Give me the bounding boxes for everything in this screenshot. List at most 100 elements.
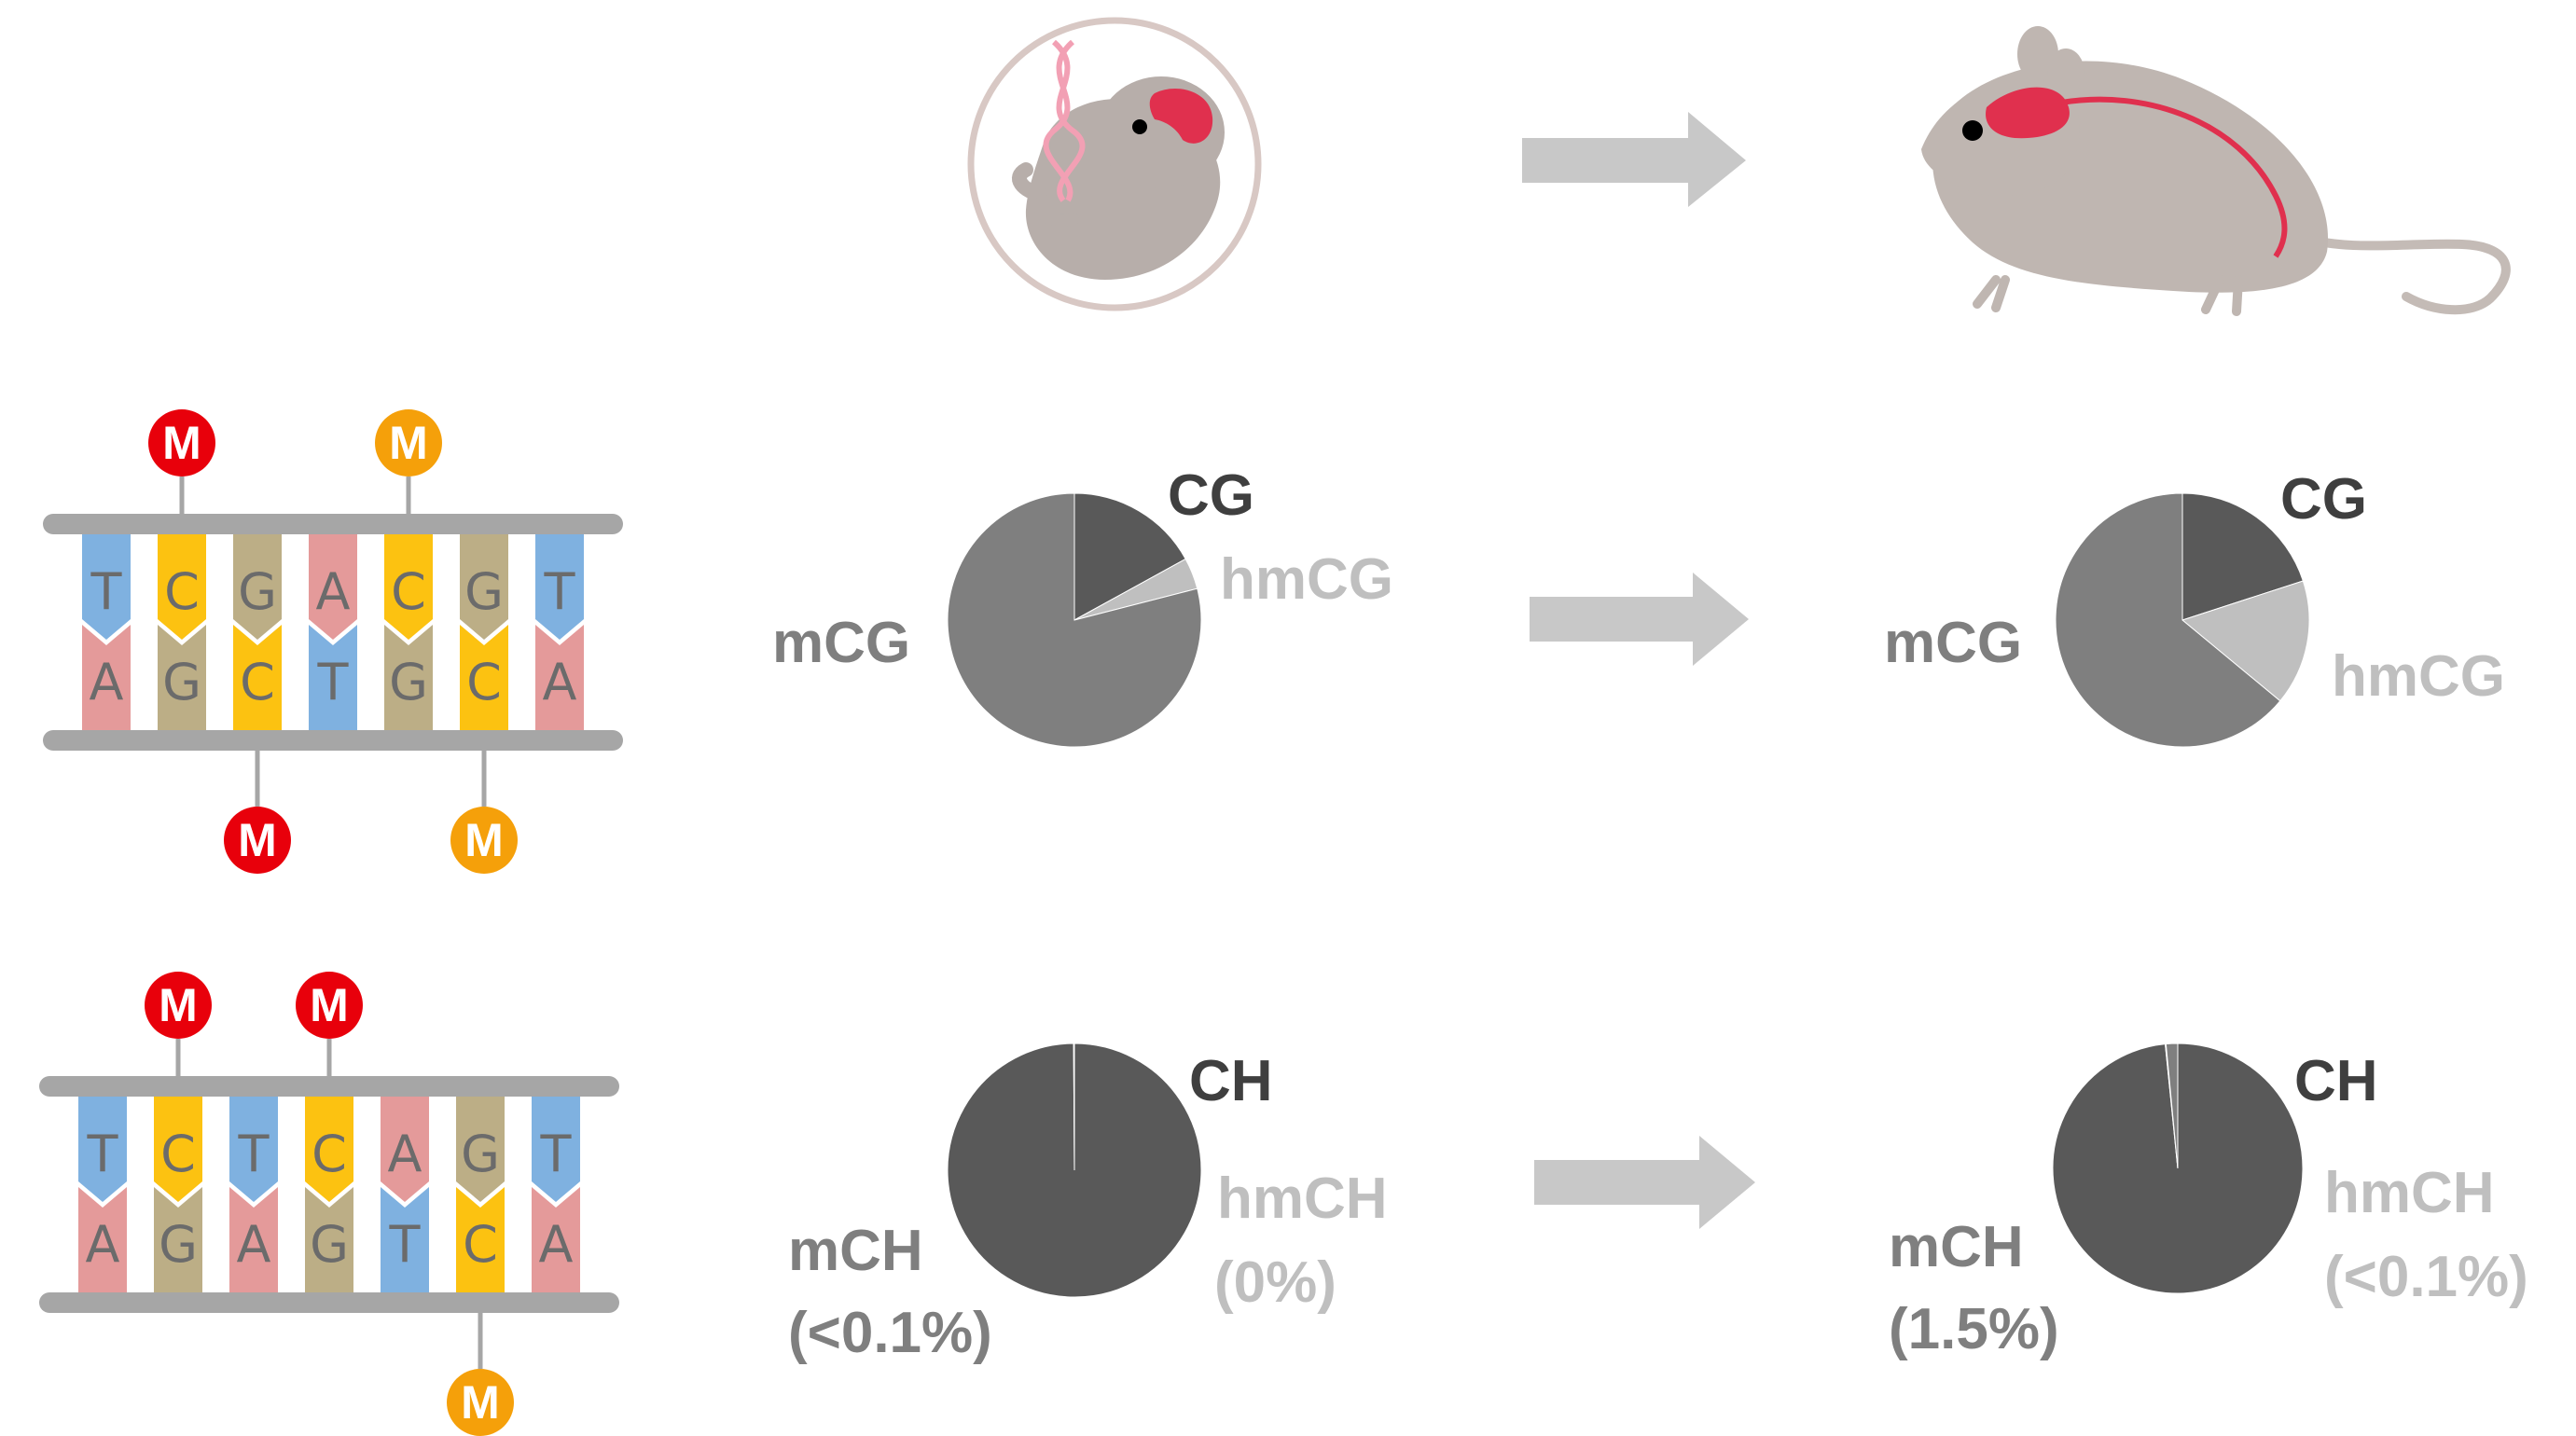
label-hmch: hmCH	[1217, 1167, 1388, 1231]
base-letter: C	[466, 653, 502, 711]
base-letter: G	[159, 1215, 198, 1274]
base-letter: C	[240, 653, 275, 711]
base-letter: T	[87, 1125, 119, 1183]
methyl-mark-red	[145, 972, 212, 1039]
pie-slice-cg	[2181, 492, 2304, 621]
base-top-T	[229, 1097, 278, 1202]
base-top-T	[82, 534, 131, 640]
base-letter: G	[464, 562, 504, 621]
base-bottom-A	[78, 1187, 127, 1292]
pie-chart-adult-ch	[2052, 1042, 2304, 1294]
pie-slice-cg	[1073, 492, 1186, 621]
methyl-mark-red	[296, 972, 363, 1039]
methyl-mark-red	[148, 409, 215, 476]
pie-chart-fetal-cg	[947, 492, 1202, 748]
methyl-mark-red	[224, 807, 291, 874]
methyl-mark-orange	[450, 807, 518, 874]
label-mch: mCH	[1889, 1215, 2024, 1279]
base-letter: G	[238, 562, 277, 621]
pie-slice-mch	[1073, 1042, 1075, 1171]
base-top-C	[158, 534, 206, 640]
arrow-stage-3	[1534, 1136, 1755, 1229]
embryo-icon	[967, 17, 1262, 311]
base-bottom-A	[229, 1187, 278, 1292]
base-letter: G	[389, 653, 428, 711]
base-letter: T	[540, 1125, 573, 1183]
pie-slice-mch	[2165, 1042, 2179, 1169]
base-letter: A	[388, 1125, 422, 1183]
base-letter: T	[544, 562, 576, 621]
base-top-T	[532, 1097, 580, 1202]
dna-backbone-bottom	[43, 730, 623, 751]
base-letter: A	[90, 653, 124, 711]
methyl-label: M	[389, 417, 428, 469]
base-letter: A	[316, 562, 351, 621]
base-letter: C	[164, 562, 200, 621]
dna-backbone-top	[39, 1076, 619, 1097]
mouse-icon	[1921, 26, 2511, 316]
methyl-label: M	[461, 1376, 500, 1429]
base-letter: A	[539, 1215, 574, 1274]
methyl-label: M	[310, 979, 349, 1031]
methyl-label: M	[464, 814, 504, 866]
base-letter: T	[389, 1215, 422, 1274]
base-letter: G	[461, 1125, 500, 1183]
base-top-G	[456, 1097, 505, 1202]
label-mch: mCH	[788, 1219, 923, 1283]
pie-slice-mcg	[2055, 492, 2281, 748]
base-letter: T	[90, 562, 123, 621]
base-bottom-A	[535, 625, 584, 730]
label-mcg: mCG	[1884, 611, 2022, 675]
base-bottom-C	[233, 625, 282, 730]
label-ch: CH	[1189, 1049, 1273, 1113]
base-top-C	[154, 1097, 202, 1202]
label-hmch: hmCH	[2324, 1161, 2495, 1225]
base-bottom-G	[384, 625, 433, 730]
label-mch-value: (1.5%)	[1889, 1297, 2059, 1361]
methyl-mark-orange	[447, 1369, 514, 1436]
base-bottom-A	[532, 1187, 580, 1292]
base-top-C	[384, 534, 433, 640]
base-bottom-T	[381, 1187, 429, 1292]
base-bottom-C	[460, 625, 508, 730]
dna-backbone-top	[43, 514, 623, 534]
methyl-mark-orange	[375, 409, 442, 476]
base-letter: A	[543, 653, 577, 711]
base-letter: A	[237, 1215, 271, 1274]
base-top-T	[535, 534, 584, 640]
base-letter: C	[463, 1215, 498, 1274]
label-hmcg: hmCG	[1220, 547, 1393, 612]
label-ch: CH	[2294, 1049, 2378, 1113]
base-bottom-C	[456, 1187, 505, 1292]
label-cg: CG	[1168, 463, 1254, 528]
base-bottom-T	[309, 625, 357, 730]
base-letter: C	[391, 562, 426, 621]
label-hmch-value: (0%)	[1214, 1250, 1336, 1315]
methyl-label: M	[162, 417, 201, 469]
base-letter: C	[312, 1125, 347, 1183]
base-top-G	[233, 534, 282, 640]
base-letter: T	[238, 1125, 270, 1183]
base-bottom-A	[82, 625, 131, 730]
pie-slice-hmcg	[2181, 580, 2310, 702]
base-top-A	[309, 534, 357, 640]
arrow-stage-1	[1522, 112, 1746, 207]
pie-chart-adult-cg	[2055, 492, 2310, 748]
dna-backbone-bottom	[39, 1292, 619, 1313]
base-top-G	[460, 534, 508, 640]
base-letter: G	[162, 653, 201, 711]
base-bottom-G	[154, 1187, 202, 1292]
base-top-T	[78, 1097, 127, 1202]
label-cg: CG	[2280, 467, 2367, 532]
base-top-A	[381, 1097, 429, 1202]
base-letter: G	[310, 1215, 349, 1274]
label-mch-value: (<0.1%)	[788, 1301, 992, 1365]
arrow-stage-2	[1530, 573, 1749, 666]
label-hmcg: hmCG	[2332, 644, 2505, 709]
methyl-label: M	[159, 979, 198, 1031]
base-bottom-G	[305, 1187, 353, 1292]
base-letter: T	[317, 653, 350, 711]
